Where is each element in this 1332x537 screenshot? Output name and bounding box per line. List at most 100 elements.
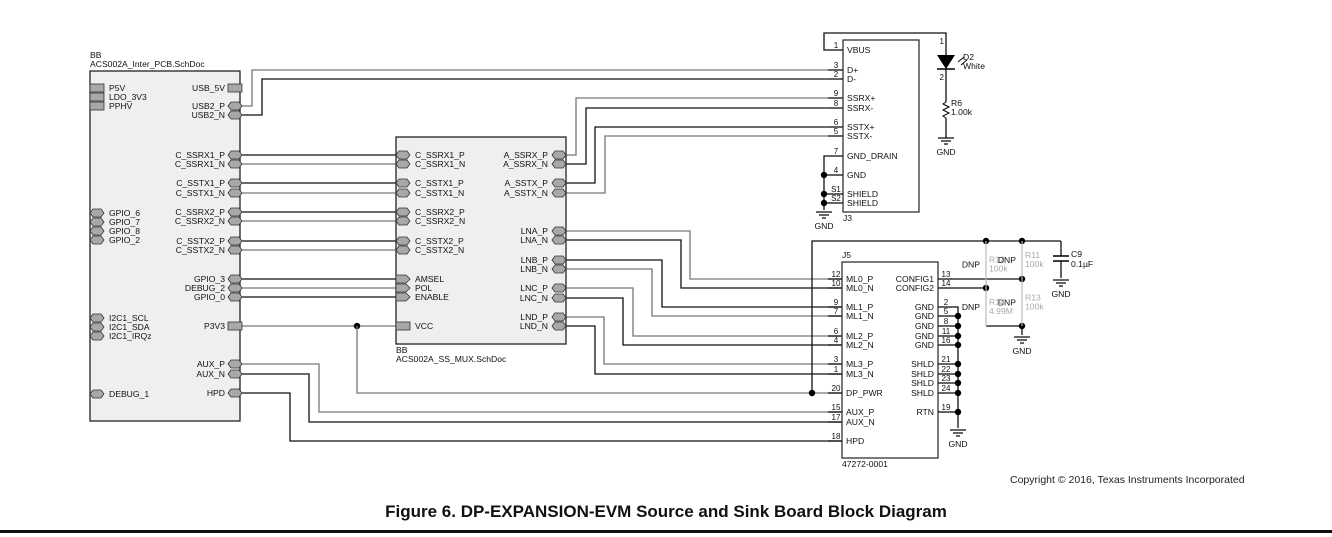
pin-label: GND <box>915 302 934 312</box>
pin-label: SSRX+ <box>847 93 875 103</box>
port-label: VCC <box>415 321 433 331</box>
pin-label: ML2_N <box>846 340 874 350</box>
inter-pcb-block <box>89 70 241 422</box>
r6-ref: R6 <box>951 98 962 108</box>
inter-pcb-right-c_ssrx2_p-port-icon <box>227 207 243 217</box>
r12-dnp: DNP <box>962 260 980 270</box>
junction-dot <box>954 389 962 397</box>
junction-dot <box>954 322 962 330</box>
wire-lnc-n <box>566 297 842 346</box>
wire-lnb-n <box>566 268 842 317</box>
port-label: C_SSTX2_N <box>176 245 225 255</box>
inter-pcb-right-p3v3-port-icon <box>227 321 243 331</box>
pin-label: SHLD <box>911 388 934 398</box>
j5-connector <box>841 261 939 459</box>
pin-number: 1 <box>834 365 839 374</box>
port-label: USB_5V <box>192 83 225 93</box>
pin-label: GND <box>847 170 866 180</box>
pin-number: 22 <box>942 365 951 374</box>
wire-lna-p <box>566 230 842 280</box>
wire-a-sstx-p <box>566 126 828 184</box>
pin-number: 18 <box>832 432 841 441</box>
pin-label: ML3_P <box>846 359 873 369</box>
port-label: C_SSTX2_P <box>415 236 464 246</box>
inter-pcb-left-gpio_8-port-icon <box>89 226 105 236</box>
inter-pcb-left-i2c1_sda-port-icon <box>89 322 105 332</box>
pin-number: 3 <box>834 355 839 364</box>
port-label: LND_N <box>520 321 548 331</box>
ss-mux-left-c_ssrx2_n-port-icon <box>395 216 411 226</box>
pin-number: 2 <box>940 73 945 82</box>
ss-mux-right-a_sstx_p-port-icon <box>551 178 567 188</box>
wire-aux-p <box>242 363 842 413</box>
c9-value: 0.1µF <box>1071 259 1093 269</box>
inter-pcb-right-usb2_p-port-icon <box>227 101 243 111</box>
port-label: AMSEL <box>415 274 444 284</box>
pin-number: 5 <box>944 307 949 316</box>
blocks <box>89 39 939 459</box>
pin-number: 7 <box>834 307 839 316</box>
wire-lnd-p <box>566 316 842 365</box>
ss-mux-left-vcc-port-icon <box>395 321 411 331</box>
port-label: AUX_P <box>197 359 225 369</box>
ss-mux-right-a_sstx_n-port-icon <box>551 188 567 198</box>
pin-number: 10 <box>832 279 841 288</box>
port-label: GPIO_0 <box>194 292 225 302</box>
port-label: C_SSRX1_P <box>415 150 465 160</box>
port-label: I2C1_SCL <box>109 313 149 323</box>
port-label: GPIO_6 <box>109 208 140 218</box>
port-label: ENABLE <box>415 292 449 302</box>
j5-ref-label: J5 <box>842 250 851 260</box>
inter-pcb-left-gpio_7-port-icon <box>89 217 105 227</box>
pin-label: SHIELD <box>847 198 878 208</box>
pin-number: 12 <box>832 270 841 279</box>
wires <box>242 32 1062 442</box>
pin-label: AUX_N <box>846 417 875 427</box>
port-label: LNB_N <box>520 264 548 274</box>
pin-label: AUX_P <box>846 407 874 417</box>
port-label: P3V3 <box>204 321 225 331</box>
resistor-r6-icon <box>941 101 951 119</box>
port-label: PPHV <box>109 101 133 111</box>
ss-mux-left-c_ssrx1_n-port-icon <box>395 159 411 169</box>
pin-number: 11 <box>942 327 951 336</box>
pin-label: CONFIG1 <box>896 274 934 284</box>
wire-vbus-led <box>823 32 947 55</box>
inter-pcb-right-c_ssrx1_n-port-icon <box>227 159 243 169</box>
inter-pcb-right-c_sstx1_p-port-icon <box>227 178 243 188</box>
inter-pcb-right-c_ssrx2_n-port-icon <box>227 216 243 226</box>
d2-value: White <box>963 61 985 71</box>
ss-mux-right-lnc_n-port-icon <box>551 293 567 303</box>
port-label: C_SSRX1_N <box>415 159 465 169</box>
wire-usb2-p <box>242 69 828 107</box>
ground-label: GND <box>1012 346 1031 356</box>
block-type-label: BB <box>396 345 408 355</box>
pin-label: SHLD <box>911 378 934 388</box>
block-type-label: BB <box>90 50 102 60</box>
ss-mux-left-amsel-port-icon <box>395 274 411 284</box>
pin-number: 8 <box>834 99 839 108</box>
ss-mux-right-lna_p-port-icon <box>551 226 567 236</box>
j3-connector <box>842 39 920 213</box>
pin-label: SSRX- <box>847 103 873 113</box>
junction-dot <box>954 312 962 320</box>
junction-dot <box>954 408 962 416</box>
ss-mux-left-pol-port-icon <box>395 283 411 293</box>
inter-pcb-left-debug_1-port-icon <box>89 389 105 399</box>
pin-label: ML1_P <box>846 302 873 312</box>
pin-number: 13 <box>942 270 951 279</box>
passive-components <box>816 55 1069 437</box>
ground-label: GND <box>814 221 833 231</box>
port-label: C_SSRX2_P <box>415 207 465 217</box>
port-label: A_SSTX_P <box>505 178 549 188</box>
wire-a-ssrx-p <box>566 97 828 156</box>
pin-label: D- <box>847 74 856 84</box>
port-label: AUX_N <box>196 369 225 379</box>
inter-pcb-right-hpd-port-icon <box>227 388 243 398</box>
r14-dnp: DNP <box>962 302 980 312</box>
port-label: C_SSTX1_P <box>176 178 225 188</box>
port-label: USB2_N <box>192 110 225 120</box>
pin-label: ML3_N <box>846 369 874 379</box>
junction-dot <box>808 389 816 397</box>
